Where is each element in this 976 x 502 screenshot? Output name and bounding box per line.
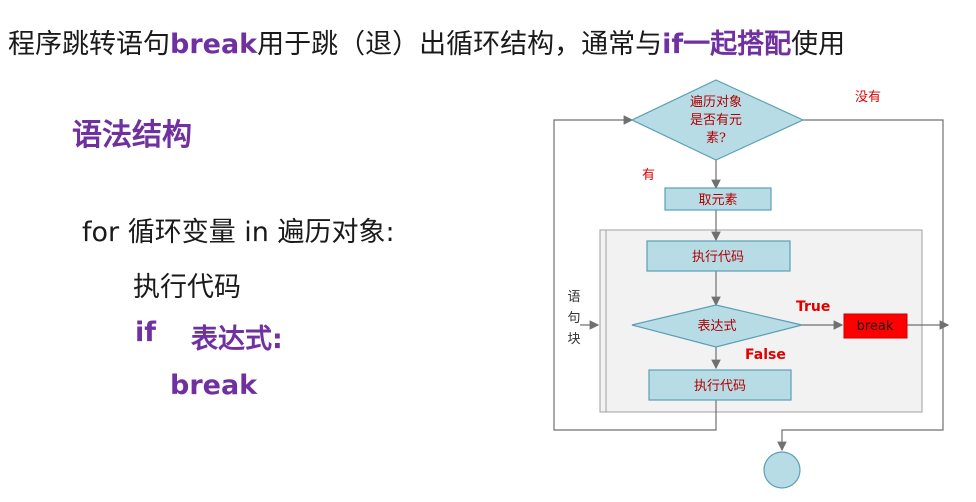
execute-code-label-1: 执行代码 [692,250,744,265]
execute-code-box-1 [646,240,791,272]
syntax-if-keyword: if [135,317,157,348]
decision-has-element [630,79,805,161]
break-box-label: break [857,319,894,334]
decision-has-element-line2: 是否有元 [690,113,742,128]
headline: 程序跳转语句break用于跳（退）出循环结构，通常与if一起搭配使用 [8,22,845,61]
label-false: False [745,347,786,363]
execute-code-box-2 [648,369,792,401]
headline-text-2: 用于跳（退）出循环结构，通常与 [257,29,663,60]
headline-text-1: 程序跳转语句 [8,29,170,60]
get-element-label: 取元素 [698,193,737,208]
section-title: 语法结构 [72,118,192,153]
get-element-box [664,187,772,211]
statement-block-label-3: 块 [567,332,580,347]
decision-expression-label: 表达式 [697,319,736,334]
label-no: 没有 [855,90,881,105]
syntax-body-line: 执行代码 [133,272,241,303]
end-node [763,451,801,489]
label-yes: 有 [642,168,655,183]
syntax-if-expression: 表达式: [191,324,283,355]
decision-has-element-line3: 素? [706,131,726,146]
execute-code-label-2: 执行代码 [694,379,746,394]
headline-keyword-if: if一起搭配 [662,29,792,60]
decision-has-element-line1: 遍历对象 [690,94,742,110]
decision-expression [631,304,803,348]
statement-block-label-2: 句 [567,311,580,326]
label-true: True [796,299,830,315]
break-box [843,313,908,339]
headline-text-3: 使用 [791,29,846,60]
statement-block-label-1: 语 [567,290,580,305]
headline-keyword-break: break [170,29,258,60]
flowchart-connectors [553,115,950,452]
syntax-for-line: for 循环变量 in 遍历对象: [82,217,395,248]
syntax-break-keyword: break [170,370,258,401]
break-flowchart: 遍历对象 是否有元 素? 没有 有 取元素 执行代码 表达式 True brea… [553,79,950,489]
